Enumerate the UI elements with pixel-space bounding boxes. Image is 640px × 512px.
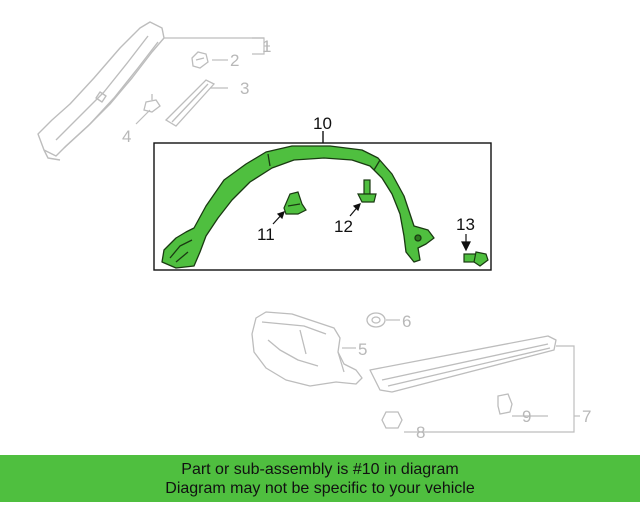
arrows-inner: [272, 203, 471, 252]
clip-part-8: [381, 411, 403, 429]
callout-2: 2: [230, 51, 239, 70]
callout-10: 10: [313, 114, 332, 133]
clip-part-9: [497, 393, 513, 415]
clip-part-2: [191, 51, 209, 69]
wheel-arch-trim-part-10[interactable]: [161, 145, 435, 269]
part-10-frame: [153, 142, 492, 271]
callout-12: 12: [334, 217, 353, 236]
callout-8: 8: [416, 423, 425, 442]
clip-part-11: [283, 191, 307, 215]
screw-part-4: [143, 94, 161, 113]
callout-3: 3: [240, 79, 249, 98]
pillar-trim-part-1: [37, 21, 165, 161]
info-banner: Part or sub-assembly is #10 in diagram D…: [0, 455, 640, 502]
callout-6: 6: [402, 312, 411, 331]
callout-7: 7: [582, 407, 591, 426]
callout-11: 11: [257, 225, 275, 244]
callout-4: 4: [122, 127, 131, 146]
callout-9: 9: [522, 407, 531, 426]
callout-13: 13: [456, 215, 475, 234]
leader-lines-lower: [342, 319, 580, 433]
banner-line-1: Part or sub-assembly is #10 in diagram: [181, 461, 459, 478]
callout-1: 1: [262, 37, 271, 56]
strip-part-3: [164, 79, 216, 127]
grommet-part-6: [366, 312, 386, 328]
sill-plate-part-7: [369, 335, 557, 393]
callout-5: 5: [358, 340, 367, 359]
banner-line-2: Diagram may not be specific to your vehi…: [165, 480, 475, 497]
pin-part-12: [357, 179, 377, 203]
parts-diagram: 1 2 3 4 10 11 12 13 5 6 7 8 9: [37, 21, 591, 442]
housing-part-5: [251, 311, 363, 387]
bolt-part-13: [463, 251, 489, 267]
leader-lines-upper-left: [135, 37, 270, 125]
